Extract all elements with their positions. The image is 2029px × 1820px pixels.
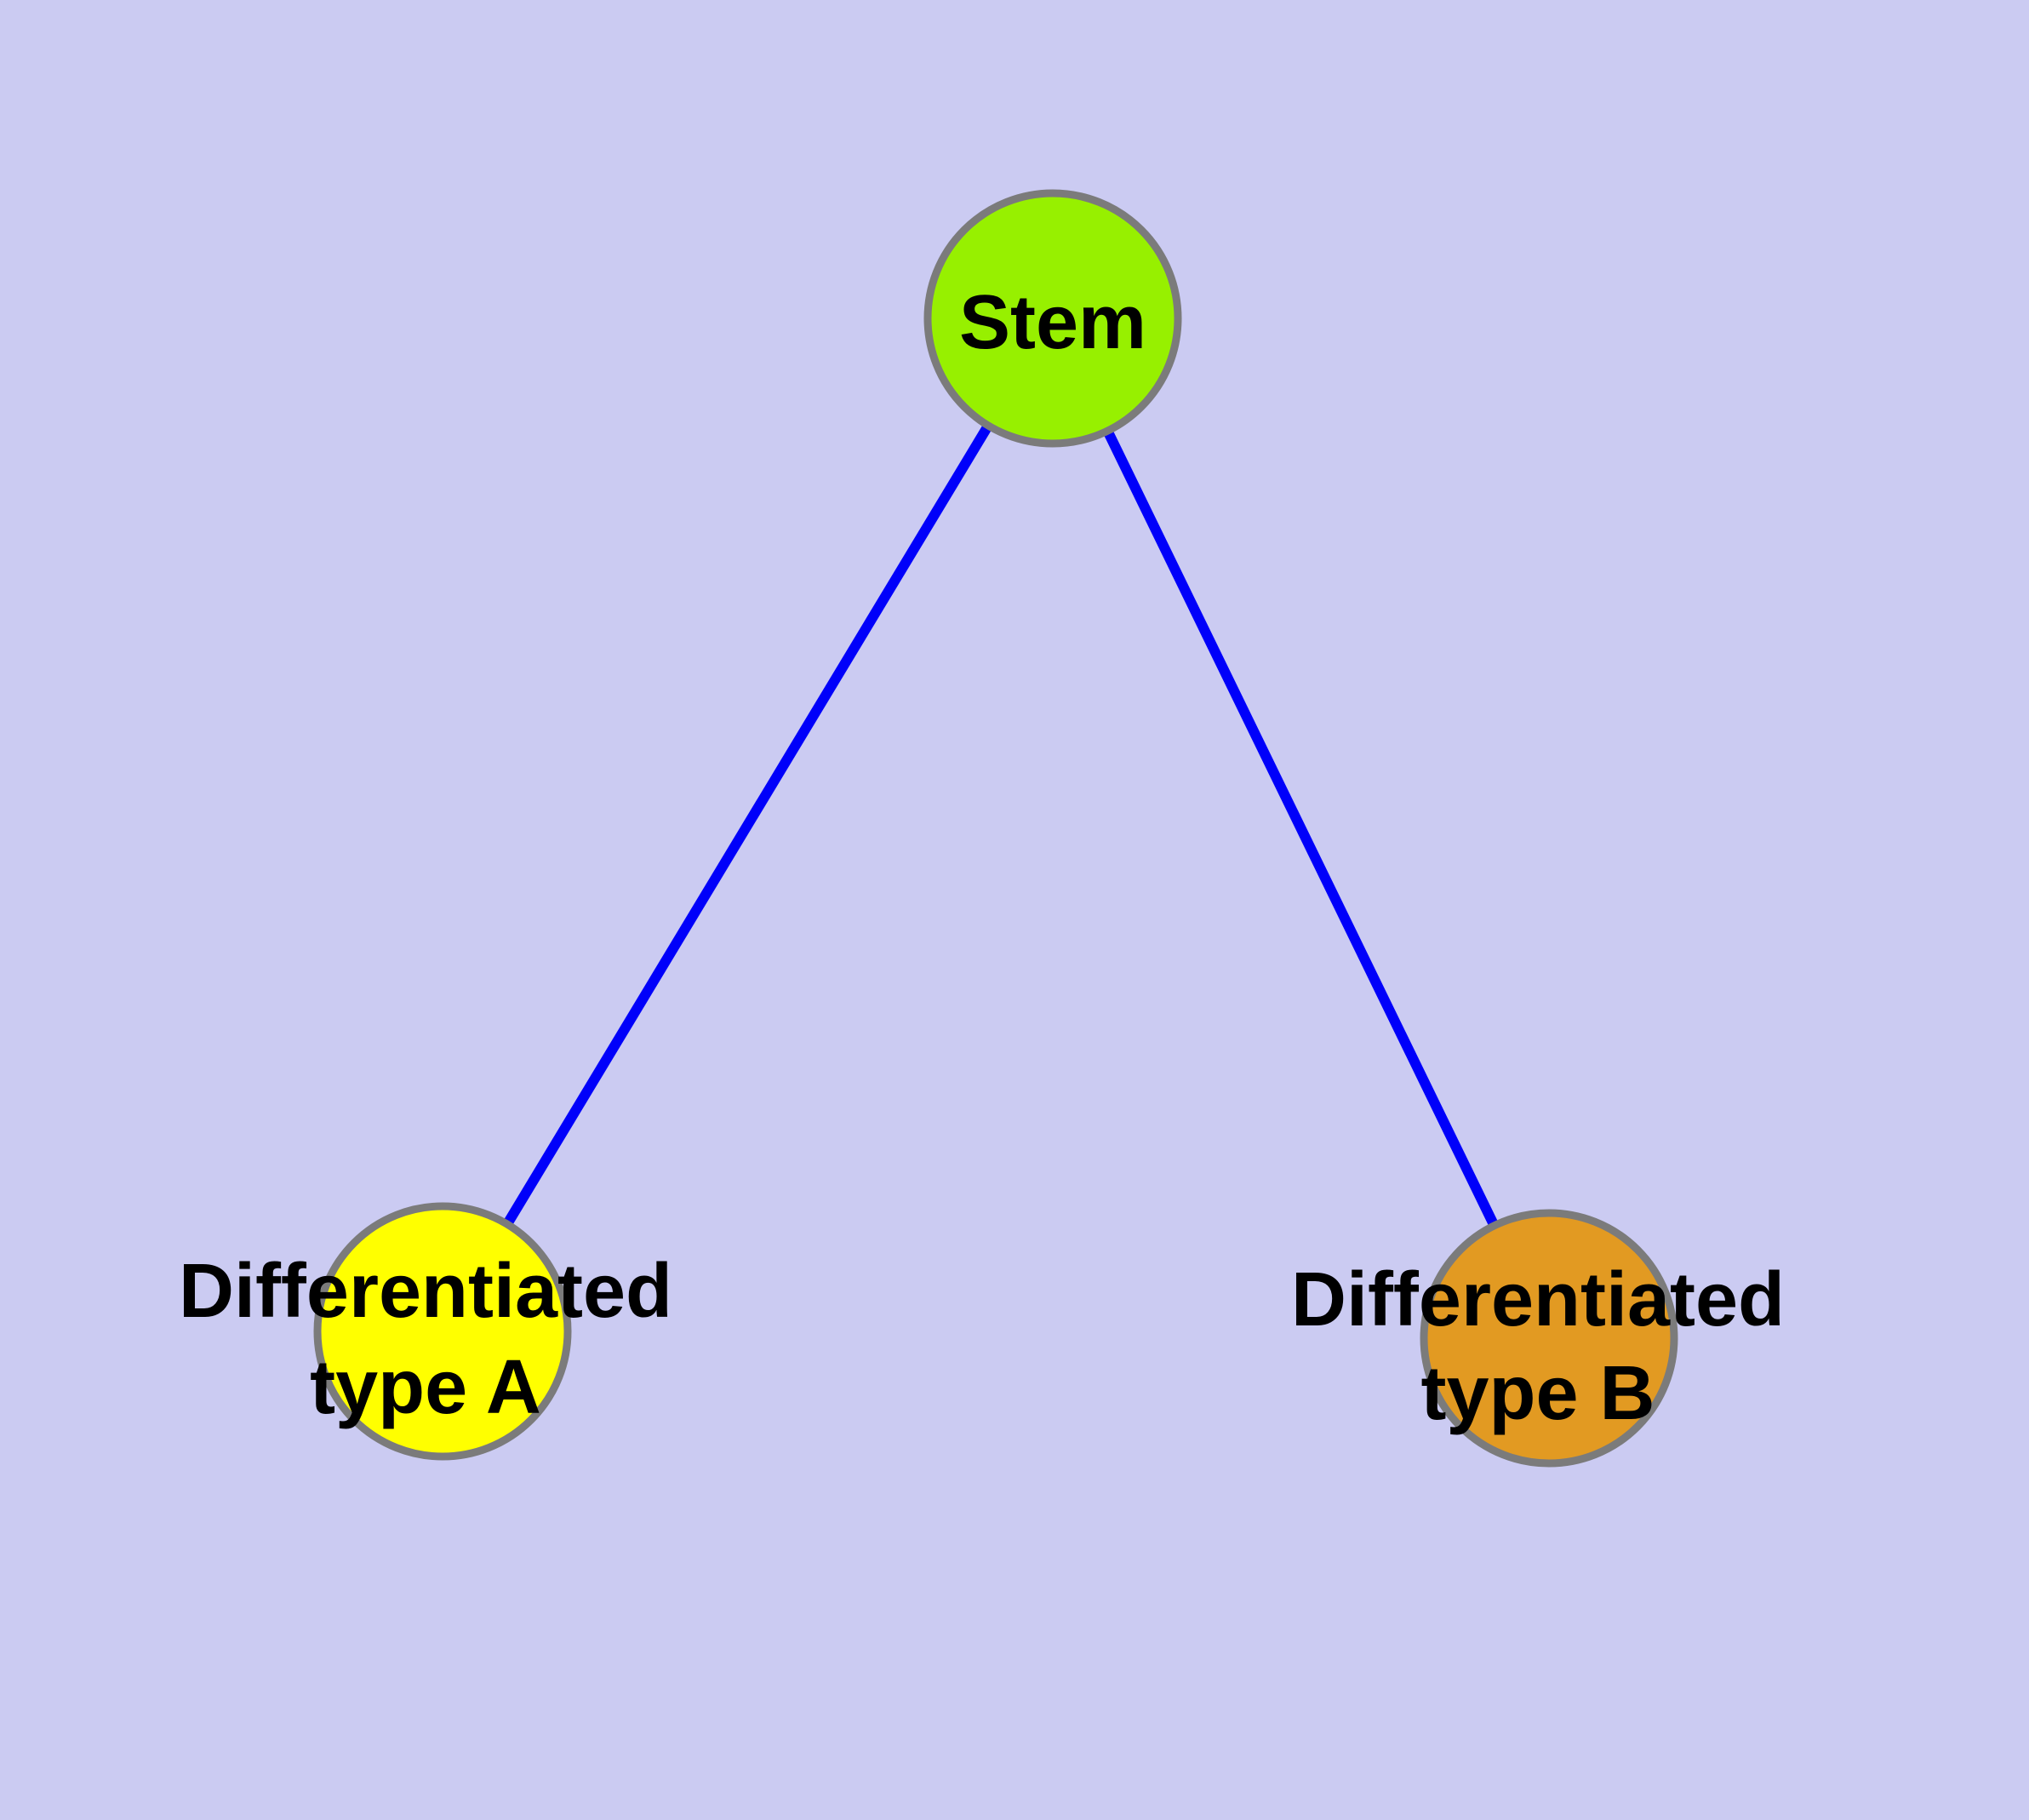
node-type-b-label-line2: type B [1420,1351,1655,1436]
node-type-a-label-line2: type A [310,1345,541,1430]
node-type-a-label-line1: Differentiated [179,1249,672,1334]
node-stem-label: Stem [959,280,1146,365]
node-stem [923,189,1182,448]
node-differentiated-type-b [1420,1209,1678,1468]
edge-stem-to-type-a [437,315,1058,1335]
node-differentiated-type-a [313,1202,572,1461]
node-type-b-label-line1: Differentiated [1291,1257,1785,1342]
edge-stem-to-type-b [1048,316,1554,1341]
